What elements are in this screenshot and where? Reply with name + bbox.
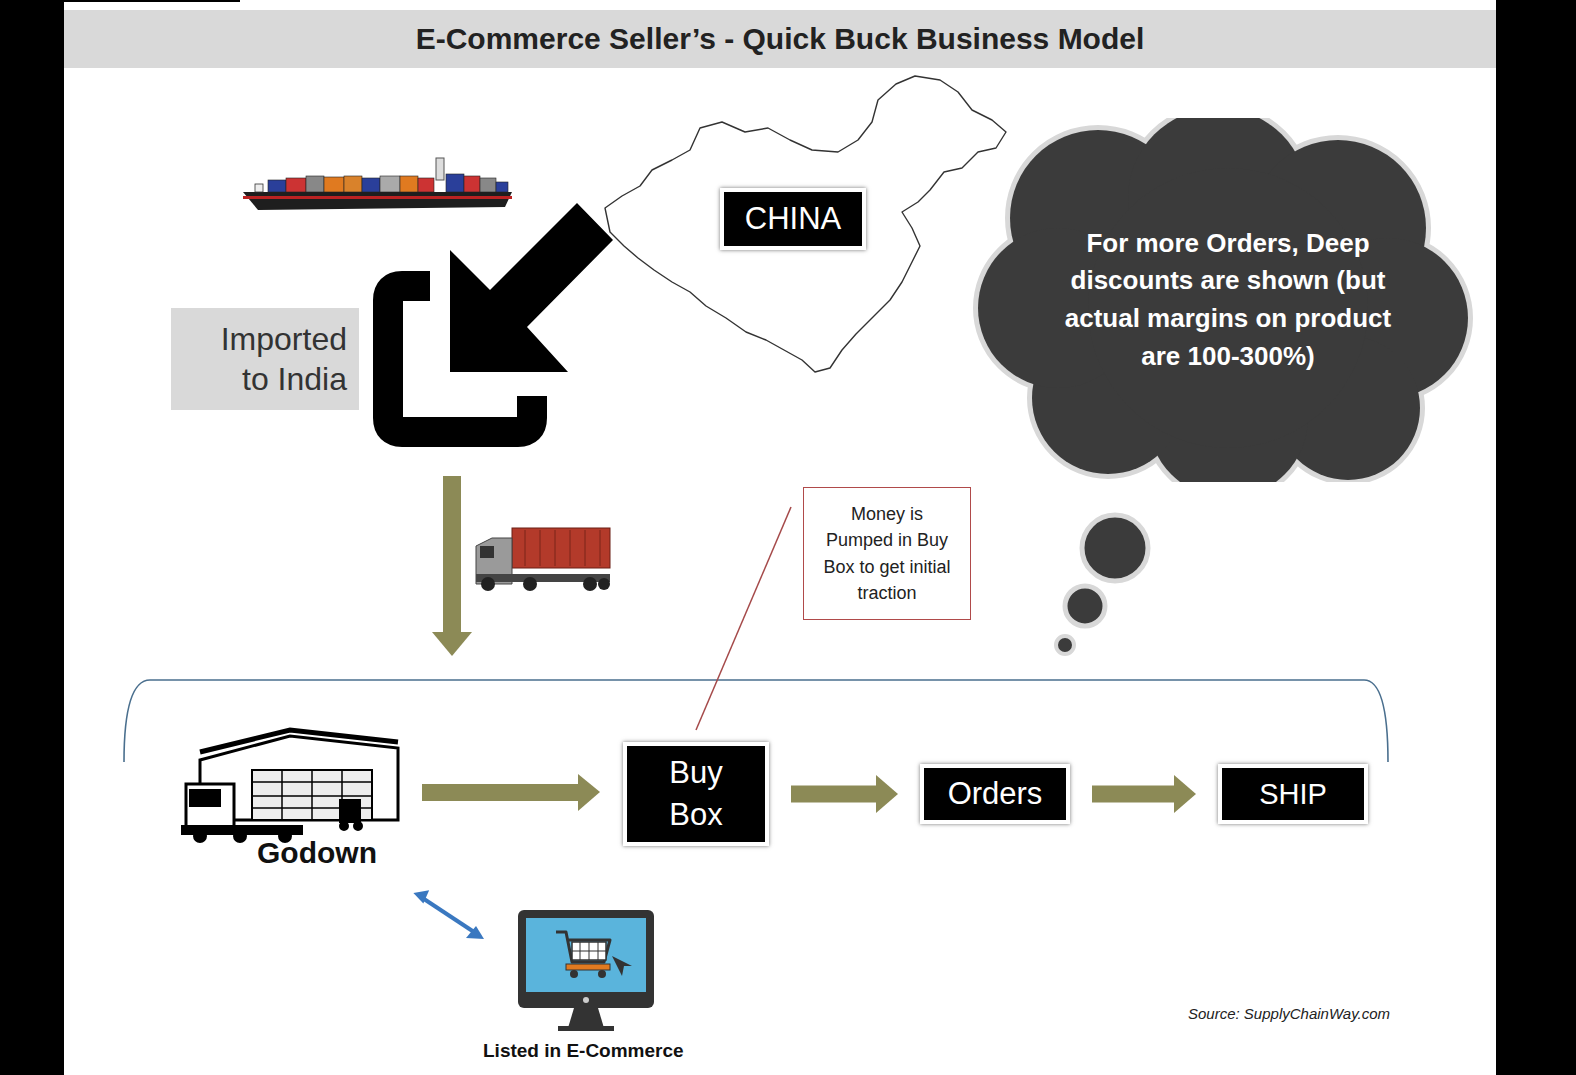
flow-arrow xyxy=(432,476,472,656)
part-label: Godown xyxy=(257,836,377,870)
connector xyxy=(696,507,791,730)
text-stack: CHINA xyxy=(745,201,841,237)
arrowhead xyxy=(1174,775,1196,813)
node-text: For more Orders, Deep discounts are show… xyxy=(1053,225,1403,376)
china-map xyxy=(605,76,1006,372)
text-stack: Orders xyxy=(948,776,1043,812)
margin-bar xyxy=(1496,0,1576,1075)
margin-bar xyxy=(0,0,64,1075)
node-text: Money is Pumped in Buy Box to get initia… xyxy=(817,501,957,605)
text-stack: For more Orders, Deep discounts are show… xyxy=(1053,225,1403,376)
flow-arrow xyxy=(422,774,600,811)
process-box: SHIP xyxy=(1218,764,1368,824)
cloud-fill xyxy=(978,118,1468,482)
label-box: Imported to India xyxy=(171,308,359,410)
import-icon xyxy=(388,203,613,432)
ship-illustration xyxy=(243,158,512,210)
text-stack: Buy Box xyxy=(646,752,746,836)
source-note: Source: SupplyChainWay.com xyxy=(1188,1005,1390,1022)
text-stack: Imported to India xyxy=(197,319,347,399)
node-text: SHIP xyxy=(1259,778,1327,811)
truck-illustration xyxy=(476,528,610,591)
arrowhead xyxy=(876,775,898,813)
node-text: Orders xyxy=(948,776,1043,812)
sync-arrow xyxy=(413,890,484,939)
label-box: CHINA xyxy=(720,188,866,250)
process-box: Buy Box xyxy=(623,742,769,846)
process-box: Orders xyxy=(920,764,1070,824)
monitor-icon xyxy=(518,910,654,1031)
part-label: Listed in E-Commerce xyxy=(483,1040,684,1062)
connector-shaft xyxy=(1092,786,1174,803)
text-stack: SHIP xyxy=(1259,778,1327,811)
note-box: Money is Pumped in Buy Box to get initia… xyxy=(803,487,971,620)
text-stack: Money is Pumped in Buy Box to get initia… xyxy=(817,501,957,605)
node-text: Buy Box xyxy=(646,752,746,836)
title-text: E-Commerce Seller’s - Quick Buck Busines… xyxy=(64,10,1496,68)
title-band xyxy=(64,10,1496,68)
thought-cloud: For more Orders, Deep discounts are show… xyxy=(968,118,1488,482)
leader-line xyxy=(696,507,791,730)
node-text: CHINA xyxy=(745,201,841,237)
connector-shaft xyxy=(791,786,876,803)
godown-illustration xyxy=(182,730,398,842)
connector xyxy=(791,775,898,813)
corner-line xyxy=(0,0,240,2)
node-text: Imported to India xyxy=(197,319,347,399)
thought-bubble xyxy=(1056,515,1148,654)
cloud-shape xyxy=(968,118,1488,482)
cloud-outline xyxy=(978,118,1468,482)
connector xyxy=(1092,775,1196,813)
